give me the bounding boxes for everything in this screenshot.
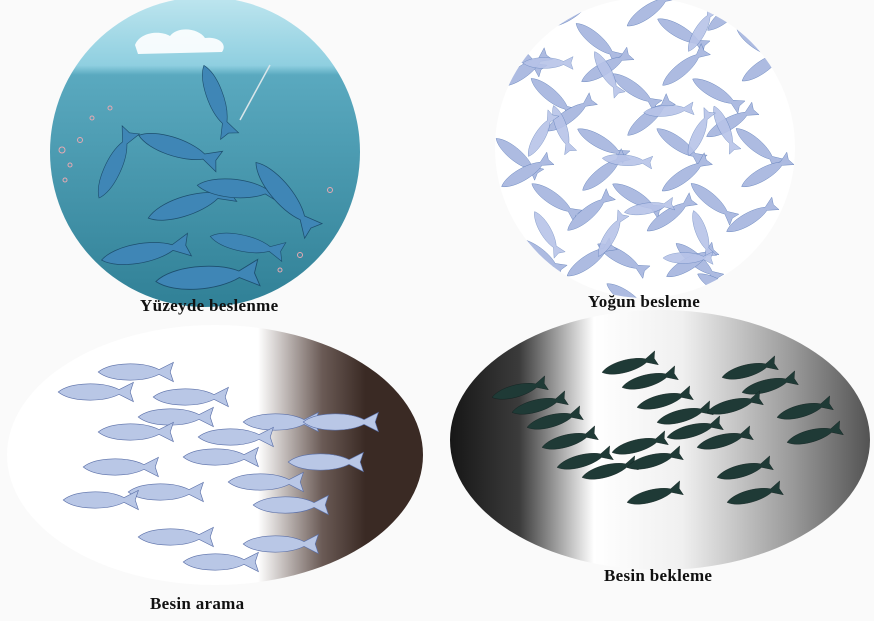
caption-waiting: Besin bekleme <box>604 566 712 586</box>
caption-intensive-feeding: Yoğun besleme <box>588 292 700 312</box>
foraging-ellipse <box>0 320 430 600</box>
surface-feeding-circle <box>40 0 380 315</box>
caption-surface-feeding: Yüzeyde beslenme <box>140 296 278 316</box>
waiting-ellipse <box>440 305 874 580</box>
intensive-feeding-circle <box>490 0 800 322</box>
caption-foraging: Besin arama <box>150 594 244 614</box>
